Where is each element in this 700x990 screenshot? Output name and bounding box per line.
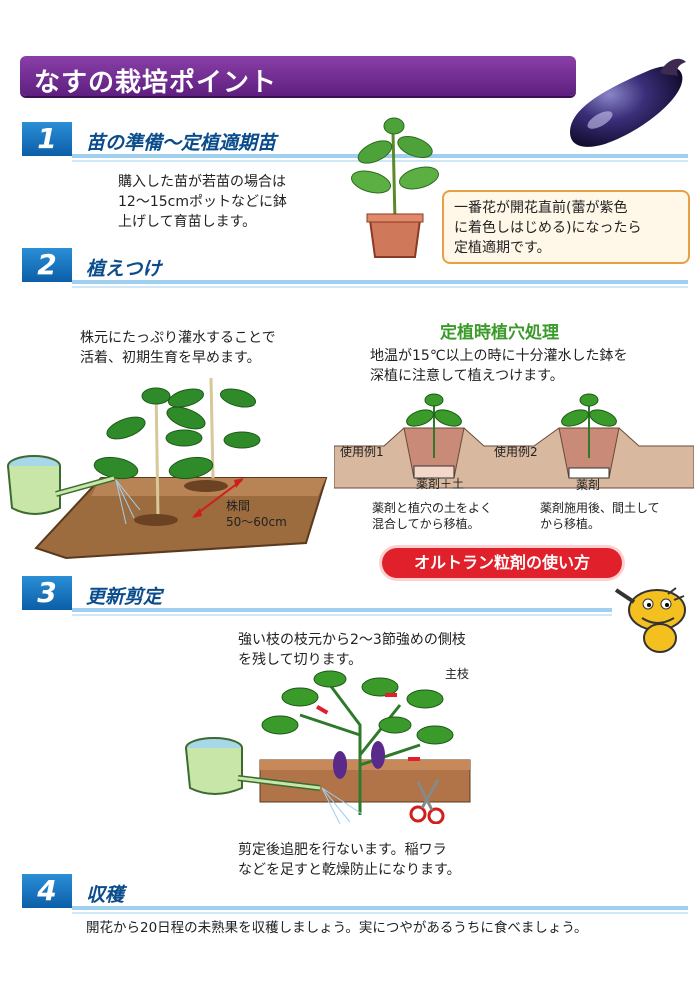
tiger-mascot-image xyxy=(614,587,686,653)
watering-can-image xyxy=(7,455,141,525)
scissors-icon xyxy=(409,779,445,824)
section-1-title: 苗の準備〜定植適期苗 xyxy=(86,132,277,154)
section-2-title: 植えつけ xyxy=(86,258,162,280)
planting-hole-title: 定植時植穴処理 xyxy=(440,323,559,343)
section-4-text: 開花から20日程の未熟果を収穫しましょう。実につやがあるうちに食べましょう。 xyxy=(86,920,588,936)
eggplant-image xyxy=(570,58,686,147)
ortran-usage-pill[interactable]: オルトラン粒剤の使い方 xyxy=(382,548,622,578)
note-box: 一番花が開花直前(蕾が紫色に着色しはじめる)になったら定植適期です。 xyxy=(442,190,690,264)
section-3-text: 強い枝の枝元から2〜3節強めの側枝を残して切ります。 xyxy=(238,632,466,668)
section-2-rule xyxy=(72,280,688,284)
example-2-caption: 薬剤施用後、間土してから移植。 xyxy=(540,501,660,531)
example-2-box-label: 薬剤 xyxy=(576,478,601,492)
section-4-number: 4 xyxy=(22,874,72,908)
seedling-pot-image xyxy=(351,117,439,258)
planting-hole-diagram xyxy=(334,393,694,489)
section-2-left-text: 株元にたっぷり灌水することで活着、初期生育を早めます。 xyxy=(80,330,276,366)
section-3-rule xyxy=(72,608,612,612)
section-3-number: 3 xyxy=(22,576,72,610)
section-3-after-text: 剪定後追肥を行ないます。稲ワラなどを足すと乾燥防止になります。 xyxy=(238,842,461,878)
example-2-label: 使用例2 xyxy=(494,445,538,459)
page-title: なすの栽培ポイント xyxy=(34,68,278,98)
watering-can-image-2 xyxy=(185,737,363,825)
section-1-number: 1 xyxy=(22,122,72,156)
planting-hole-text: 地温が15℃以上の時に十分灌水した鉢を深植に注意して植えつけます。 xyxy=(370,348,628,384)
section-3-title: 更新剪定 xyxy=(86,586,163,608)
section-2-number: 2 xyxy=(22,248,72,282)
section-4-rule xyxy=(72,906,688,910)
section-4-title: 収穫 xyxy=(86,884,125,906)
main-branch-label: 主枝 xyxy=(445,667,470,681)
field-planting-image xyxy=(34,377,328,560)
example-1-label: 使用例1 xyxy=(340,445,384,459)
pruning-plant-image xyxy=(259,670,471,815)
example-1-caption: 薬剤と植穴の土をよく混合してから移植。 xyxy=(372,501,493,531)
title-banner xyxy=(20,56,576,96)
example-1-box-label: 薬剤＋土 xyxy=(416,477,465,491)
